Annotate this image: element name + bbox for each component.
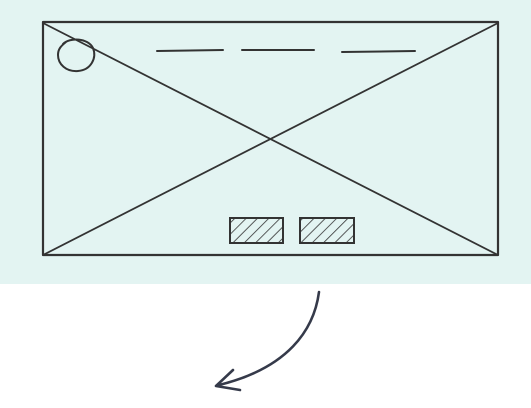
curved-down-arrow-icon bbox=[217, 290, 321, 387]
button-placeholder-hatched bbox=[229, 217, 284, 244]
nav-link-placeholder bbox=[341, 50, 416, 53]
nav-link-placeholder bbox=[156, 49, 224, 52]
arrow-head-icon bbox=[214, 368, 242, 392]
wireframe-outer-frame bbox=[41, 20, 500, 257]
image-placeholder-diagonal bbox=[42, 22, 499, 256]
logo-placeholder-circle bbox=[57, 38, 96, 73]
button-placeholder-hatched bbox=[299, 217, 355, 244]
